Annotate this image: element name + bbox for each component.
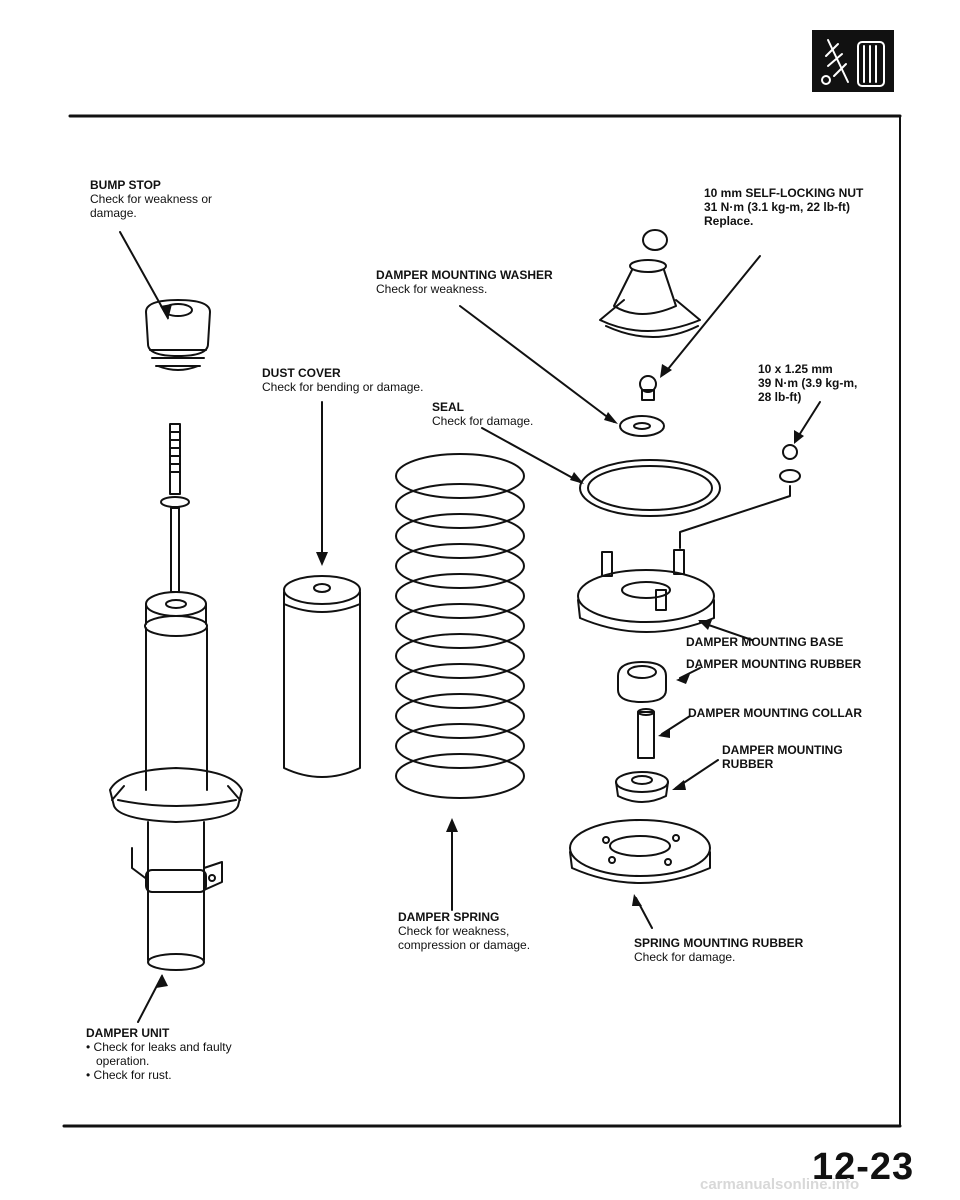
label-mounting-rubber-lower: DAMPER MOUNTING RUBBER (722, 743, 843, 771)
label-bump-stop: BUMP STOP Check for weakness or damage. (90, 178, 212, 220)
mounting-rubber-lower-part (615, 759, 719, 803)
seal-part (481, 427, 721, 517)
label-dust-cover: DUST COVER Check for bending or damage. (262, 366, 423, 394)
label-line: Check for weakness. (376, 282, 488, 296)
label-title: SEAL (432, 400, 465, 414)
mounting-washer-part (459, 229, 701, 437)
label-title: DUST COVER (262, 366, 341, 380)
watermark: carmanualsonline.info (700, 1176, 860, 1193)
label-spring-mounting-rubber: SPRING MOUNTING RUBBER Check for damage. (634, 936, 803, 964)
label-title: DAMPER UNIT (86, 1026, 170, 1040)
dust-cover-part (283, 401, 361, 778)
label-line: Check for damage. (432, 414, 534, 428)
label-title: BUMP STOP (90, 178, 161, 192)
label-title: 10 mm SELF-LOCKING NUT (704, 186, 864, 200)
label-line: 28 lb-ft) (758, 390, 802, 404)
label-seal: SEAL Check for damage. (432, 400, 533, 428)
label-nut-spec: 10 x 1.25 mm 39 N·m (3.9 kg-m, 28 lb-ft) (758, 362, 857, 404)
label-line: Check for weakness, (398, 924, 510, 938)
label-bullet: Check for rust. (86, 1068, 232, 1082)
label-mounting-rubber-upper: DAMPER MOUNTING RUBBER (686, 657, 861, 671)
page-number: 12-23 (812, 1146, 915, 1188)
label-title: DAMPER MOUNTING RUBBER (686, 657, 862, 671)
label-line: compression or damage. (398, 938, 531, 952)
label-line: Check for damage. (634, 950, 736, 964)
label-mounting-collar: DAMPER MOUNTING COLLAR (688, 706, 862, 720)
label-line: Check for weakness or (90, 192, 213, 206)
label-bullet: Check for leaks and faulty (86, 1040, 232, 1054)
label-title: DAMPER MOUNTING COLLAR (688, 706, 862, 720)
damper-unit-part (109, 423, 243, 1023)
label-title: DAMPER MOUNTING WASHER (376, 268, 553, 282)
label-mounting-washer: DAMPER MOUNTING WASHER Check for weaknes… (376, 268, 553, 296)
label-title: DAMPER MOUNTING BASE (686, 635, 844, 649)
label-title: SPRING MOUNTING RUBBER (634, 936, 804, 950)
label-line: Check for bending or damage. (262, 380, 424, 394)
label-line: 31 N·m (3.1 kg-m, 22 lb-ft) (704, 200, 851, 214)
bump-stop-part (119, 231, 211, 371)
label-line: damage. (90, 206, 137, 220)
shock-absorber-icon (812, 30, 894, 92)
label-self-locking-nut: 10 mm SELF-LOCKING NUT 31 N·m (3.1 kg-m,… (704, 186, 863, 228)
label-mounting-base: DAMPER MOUNTING BASE (686, 635, 843, 649)
label-line: DAMPER MOUNTING (722, 743, 843, 757)
label-line: Replace. (704, 214, 754, 228)
label-line: 39 N·m (3.9 kg-m, (758, 376, 858, 390)
self-locking-nut-part (639, 255, 761, 401)
mounting-rubber-upper-part (617, 661, 701, 703)
mounting-collar-part (637, 708, 691, 759)
label-line: RUBBER (722, 757, 774, 771)
label-title: DAMPER SPRING (398, 910, 500, 924)
small-nut-part (679, 401, 821, 549)
label-bullet-continuation: operation. (96, 1054, 150, 1068)
mounting-base-part (577, 549, 753, 641)
label-damper-unit: DAMPER UNIT Check for leaks and faulty o… (86, 1026, 232, 1082)
label-line: 10 x 1.25 mm (758, 362, 833, 376)
label-damper-spring: DAMPER SPRING Check for weakness, compre… (398, 910, 530, 952)
spring-mounting-rubber-part (569, 819, 711, 929)
damper-spring-part (395, 453, 525, 911)
